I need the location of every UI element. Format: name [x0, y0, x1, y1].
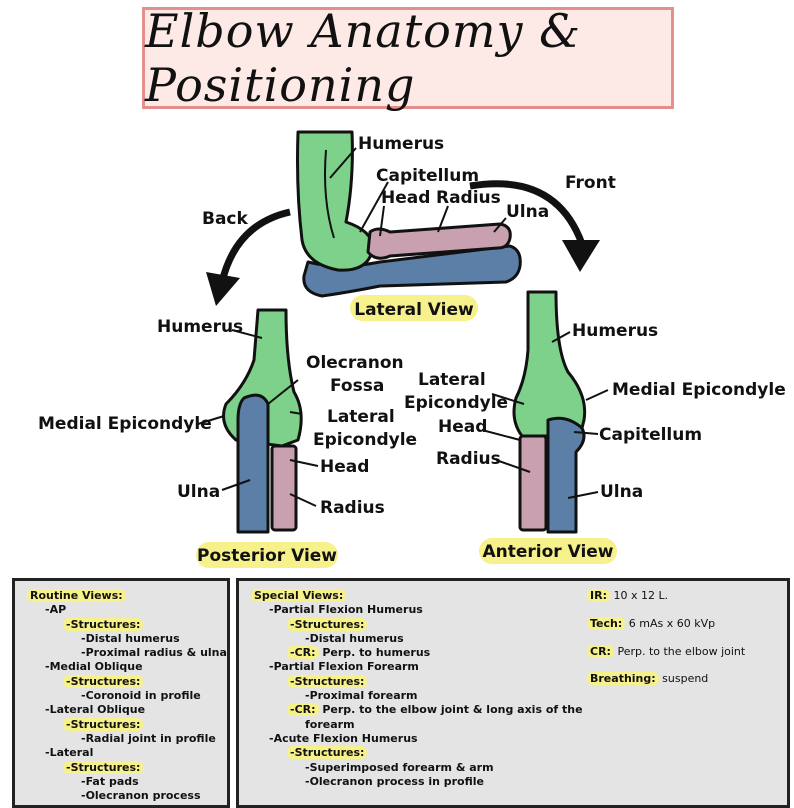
lateral-caption-highlight — [350, 295, 478, 321]
technique-row: IR: 10 x 12 L. — [587, 589, 745, 603]
routine-views-line: -Structures: — [27, 674, 227, 689]
routine-views-line: -Lateral — [45, 746, 94, 760]
anterior-caption: Anterior View — [482, 542, 613, 562]
posterior-olecranon-label-2: Fossa — [330, 376, 384, 396]
special-views-line: -Acute Flexion Humerus — [269, 731, 418, 745]
routine-views-panel: Routine Views: -AP-Structures:-Distal hu… — [12, 578, 230, 808]
special-views-line: -Structures: — [251, 674, 583, 689]
special-views-list: Special Views: -Partial Flexion Humerus-… — [251, 589, 583, 789]
posterior-ulna-label: Ulna — [177, 482, 220, 502]
posterior-lateral-label-1: Lateral — [327, 407, 395, 427]
posterior-medial-label: Medial Epicondyle — [38, 414, 212, 434]
special-views-line: -Proximal forearm — [305, 689, 418, 703]
anterior-medial-label: Medial Epicondyle — [612, 380, 786, 400]
posterior-caption-highlight — [196, 542, 338, 568]
title-banner: Elbow Anatomy & Positioning — [142, 4, 674, 112]
lateral-humerus-bone — [296, 130, 374, 272]
lateral-radius-label: Radius — [436, 188, 501, 208]
special-views-line: -Distal humerus — [305, 631, 404, 645]
lateral-humerus-inner-line — [324, 149, 335, 239]
front-label: Front — [565, 173, 616, 193]
posterior-head-label: Head — [320, 457, 369, 477]
back-arrow-head — [206, 272, 240, 306]
lateral-caption: Lateral View — [354, 300, 474, 320]
anterior-radius-bone — [518, 434, 548, 532]
special-views-line: -Partial Flexion Humerus — [269, 603, 423, 617]
special-views-line: -Structures: — [251, 617, 583, 632]
anterior-humerus-bone — [512, 290, 587, 438]
routine-views-line: -Proximal radius & ulna — [81, 646, 227, 660]
special-views-panel: Special Views: -Partial Flexion Humerus-… — [236, 578, 790, 808]
anterior-capitellum-label: Capitellum — [599, 425, 702, 445]
lateral-radius-bone — [366, 222, 512, 260]
special-views-line: -Olecranon process in profile — [305, 774, 484, 788]
posterior-radius-bone — [270, 444, 298, 532]
special-views-line: -CR: Perp. to the elbow joint & long axi… — [251, 703, 583, 717]
anterior-radius-label: Radius — [436, 449, 501, 469]
lateral-view — [296, 130, 522, 298]
back-arrow-curve — [218, 208, 291, 283]
anterior-head-label: Head — [438, 417, 487, 437]
routine-views-line: -Olecranon process — [81, 789, 201, 803]
posterior-humerus-label: Humerus — [157, 317, 243, 337]
back-label: Back — [202, 209, 249, 229]
technique-row: CR: Perp. to the elbow joint — [587, 644, 745, 659]
anterior-lateral-label-2: Epicondyle — [404, 393, 508, 413]
routine-views-line: -Radial joint in profile — [81, 731, 216, 745]
routine-views-line: -AP — [45, 603, 67, 617]
special-views-line: forearm — [305, 717, 355, 731]
front-arrow-head — [562, 240, 600, 272]
posterior-radius-label: Radius — [320, 498, 385, 518]
posterior-view — [222, 308, 303, 534]
posterior-olecranon-label-1: Olecranon — [306, 353, 404, 373]
posterior-ulna-bone — [236, 393, 270, 534]
routine-views-heading: Routine Views: — [27, 589, 227, 603]
special-views-line: -Structures: — [251, 746, 583, 760]
routine-views-line: -Medial Oblique — [45, 660, 143, 674]
elbow-diagram: Humerus Capitellum Head Radius Ulna Fron… — [38, 130, 786, 568]
anterior-humerus-label: Humerus — [572, 321, 658, 341]
routine-views-line: -Structures: — [27, 617, 227, 632]
routine-views-line: -Structures: — [27, 760, 227, 775]
lateral-head-label: Head — [381, 188, 430, 208]
front-arrow-curve — [469, 180, 586, 246]
posterior-lateral-label-2: Epicondyle — [313, 430, 417, 450]
anterior-lateral-label-1: Lateral — [418, 370, 486, 390]
routine-views-line: -Coronoid in profile — [81, 689, 201, 703]
lateral-capitellum-label: Capitellum — [376, 166, 479, 186]
routine-views-line: -Structures: — [27, 717, 227, 732]
technique-row: Tech: 6 mAs x 60 kVp — [587, 616, 745, 631]
routine-views-list: Routine Views: -AP-Structures:-Distal hu… — [27, 589, 227, 803]
anterior-leader-lines — [481, 331, 609, 499]
anterior-view — [512, 290, 587, 534]
special-views-line: -CR: Perp. to humerus — [251, 646, 583, 660]
lateral-leader-lines — [329, 147, 507, 237]
posterior-caption: Posterior View — [197, 546, 337, 566]
special-views-line: -Superimposed forearm & arm — [305, 760, 494, 774]
special-views-line: -Partial Flexion Forearm — [269, 660, 419, 674]
anterior-ulna-label: Ulna — [600, 482, 643, 502]
lateral-ulna-bone — [302, 244, 522, 298]
posterior-leader-lines — [197, 329, 319, 507]
routine-views-line: -Distal humerus — [81, 631, 180, 645]
special-views-heading: Special Views: — [251, 589, 583, 603]
anterior-caption-highlight — [479, 538, 617, 564]
routine-views-line: -Fat pads — [81, 774, 139, 788]
lateral-ulna-label: Ulna — [506, 202, 549, 222]
lateral-humerus-label: Humerus — [358, 134, 444, 154]
anterior-ulna-bone — [546, 416, 586, 534]
technique-row: Breathing: suspend — [587, 672, 745, 686]
routine-views-line: -Lateral Oblique — [45, 703, 146, 717]
page-title: Elbow Anatomy & Positioning — [145, 4, 582, 112]
